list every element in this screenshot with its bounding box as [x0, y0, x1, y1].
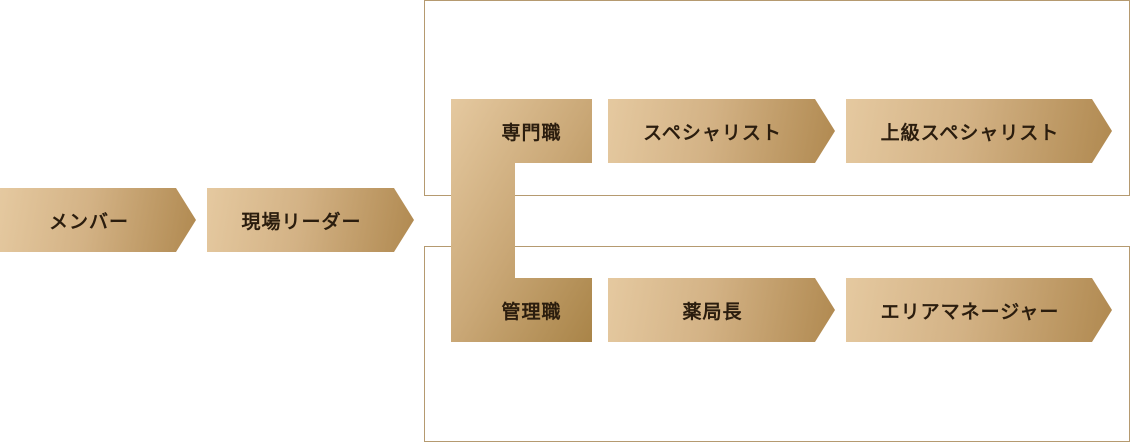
specialist-track-label: 専門職 — [501, 121, 562, 144]
step-field-leader: 現場リーダー — [207, 188, 414, 252]
step-pharmacy-manager-label: 薬局長 — [682, 300, 743, 323]
step-area-manager: エリアマネージャー — [846, 278, 1112, 342]
branch-connector — [451, 99, 592, 342]
step-senior-specialist-label: 上級スペシャリスト — [880, 121, 1060, 144]
step-member: メンバー — [0, 188, 196, 252]
management-track-label: 管理職 — [501, 300, 562, 323]
step-member-label: メンバー — [48, 210, 129, 233]
step-pharmacy-manager: 薬局長 — [608, 278, 835, 342]
step-senior-specialist: 上級スペシャリスト — [846, 99, 1112, 163]
step-specialist-label: スペシャリスト — [643, 121, 782, 144]
step-specialist: スペシャリスト — [608, 99, 835, 163]
specialist-track-frame — [424, 0, 1130, 196]
step-area-manager-label: エリアマネージャー — [880, 300, 1060, 323]
step-field-leader-label: 現場リーダー — [241, 210, 362, 233]
